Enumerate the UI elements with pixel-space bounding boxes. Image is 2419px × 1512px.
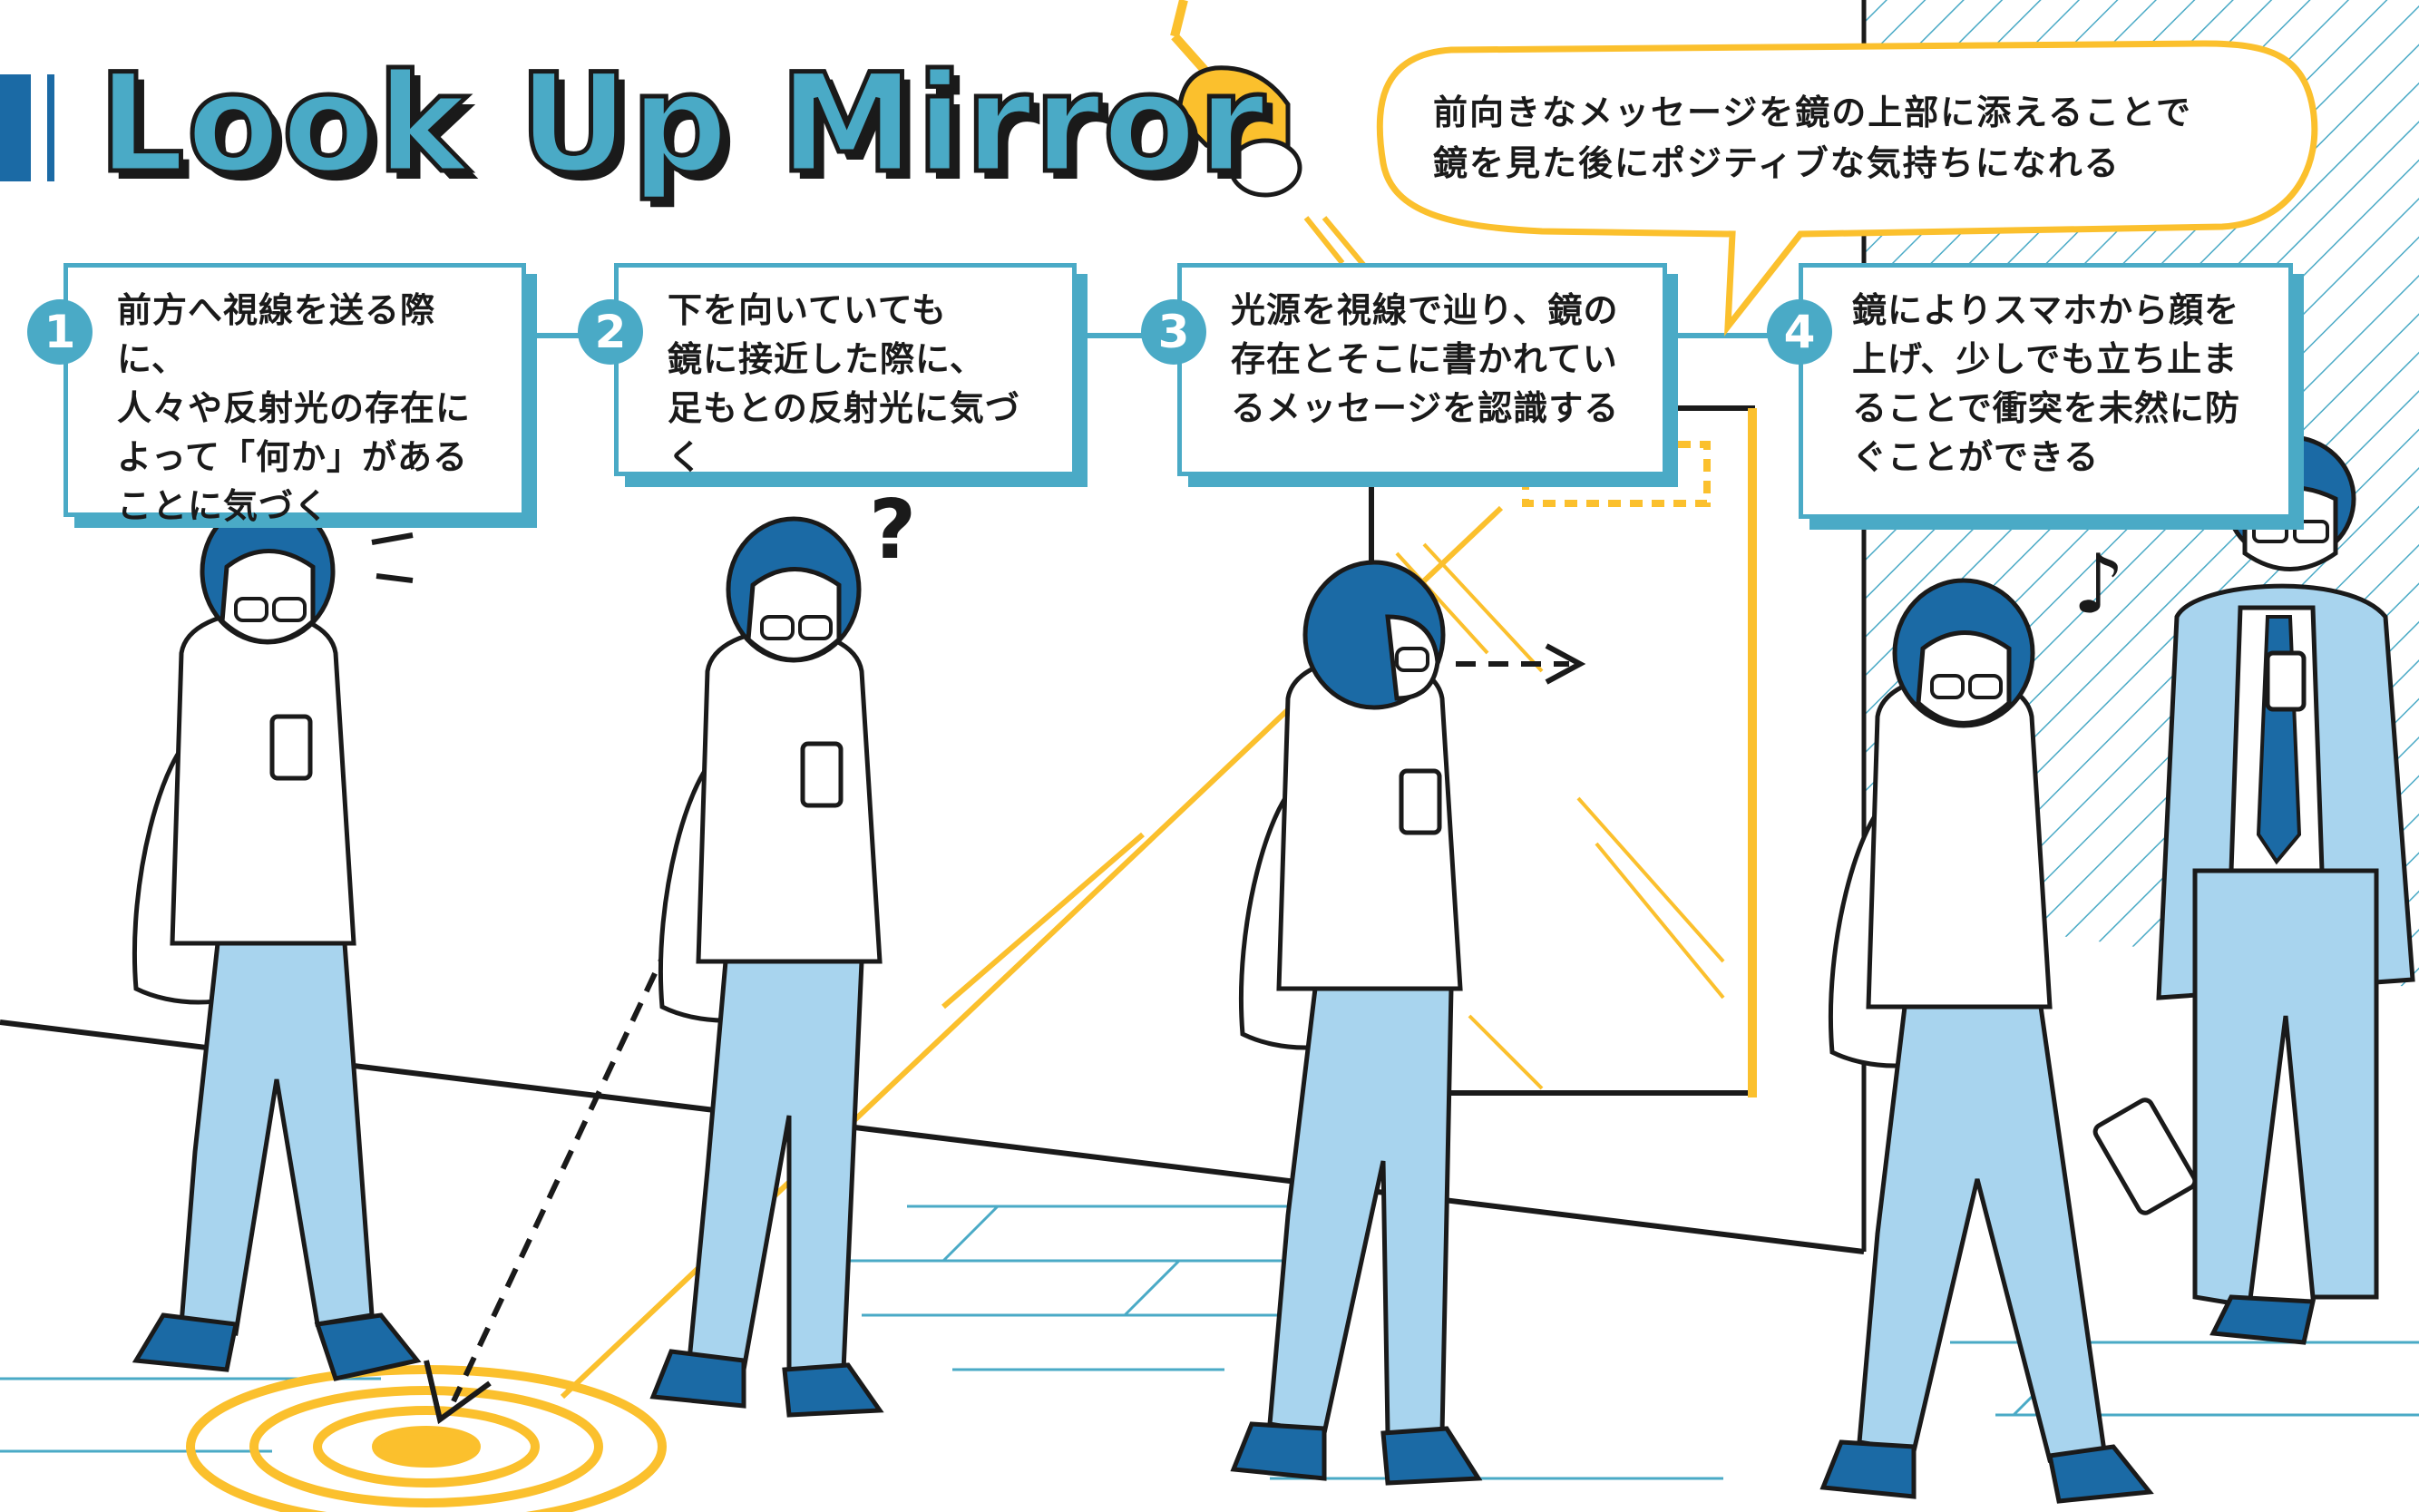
page-title: Look Up Mirror <box>96 45 1268 204</box>
ceiling-light-icon <box>1170 0 1302 198</box>
title-bar-thick <box>0 74 31 181</box>
gaze-arrow-right <box>1456 643 1586 685</box>
step-text-1: 前方へ視線を送る際に、 人々や反射光の存在に よって「何か」がある ことに気づく <box>117 290 472 526</box>
floor-light-circles-icon <box>186 1365 667 1512</box>
person-1 <box>132 498 422 1381</box>
gaze-arrow-down <box>424 706 783 1425</box>
person-3 <box>1230 560 1483 1486</box>
step-number-4: 4 <box>1767 299 1832 365</box>
music-note-icon: ♪ <box>2073 537 2124 632</box>
step-box-1: 前方へ視線を送る際に、 人々や反射光の存在に よって「何か」がある ことに気づく <box>63 263 526 526</box>
person-2 <box>649 516 884 1418</box>
bubble-message: 前向きなメッセージを鏡の上部に添えることで 鏡を見た後にポジティブな気持ちになれ… <box>1433 93 2192 183</box>
question-mark-icon: ? <box>869 483 916 578</box>
businessman <box>2156 434 2415 1345</box>
step-box-2: 下を向いていても 鏡に接近した際に、 足もとの反射光に気づく <box>614 263 1077 477</box>
step-box-3: 光源を視線で辿り、鏡の 存在とそこに書かれてい るメッセージを認識する <box>1177 263 1667 476</box>
step-box-4: 鏡によりスマホから顔を 上げ、少しでも立ち止ま ることで衝突を未然に防 ぐことが… <box>1799 263 2293 519</box>
speech-bubble <box>1376 40 2318 337</box>
step-text-2: 下を向いていても 鏡に接近した際に、 足もとの反射光に気づく <box>668 290 1020 477</box>
step-text-4: 鏡によりスマホから顔を 上げ、少しでも立ち止ま ることで衝突を未然に防 ぐことが… <box>1852 290 2240 477</box>
person-4 <box>1819 578 2198 1504</box>
step-number-3: 3 <box>1141 299 1206 365</box>
step-number-2: 2 <box>578 299 643 365</box>
title-bar-thin <box>47 74 54 181</box>
step-number-1: 1 <box>27 299 93 365</box>
step-text-3: 光源を視線で辿り、鏡の 存在とそこに書かれてい るメッセージを認識する <box>1231 290 1620 428</box>
